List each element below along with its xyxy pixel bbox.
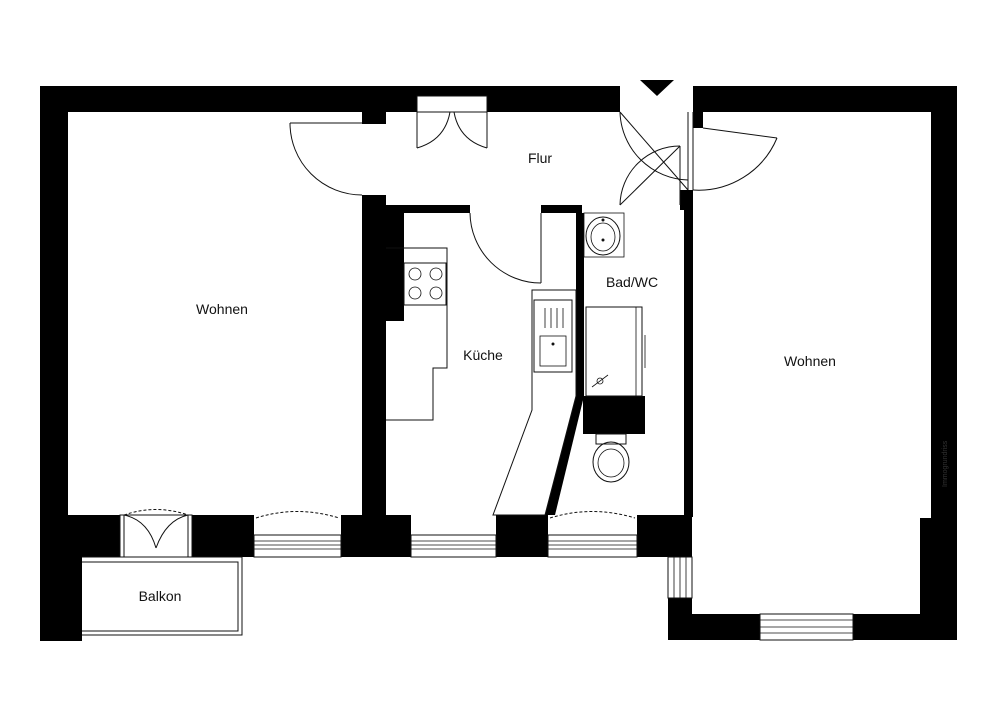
door-bad bbox=[619, 145, 681, 206]
wall-bottom-b bbox=[192, 515, 254, 557]
washbasin-icon bbox=[583, 212, 625, 258]
balcony-door bbox=[119, 509, 193, 558]
wall-bottom-right-b bbox=[853, 614, 957, 640]
wall-left bbox=[40, 86, 68, 641]
window-kueche bbox=[410, 534, 497, 558]
window-bad bbox=[547, 511, 638, 558]
room-label-bad-wc: Bad/WC bbox=[606, 274, 658, 290]
wall-entrance-stub-lower bbox=[680, 190, 693, 210]
door-kueche bbox=[469, 212, 542, 284]
wall-balcony-side bbox=[40, 557, 82, 641]
door-wohnen-left bbox=[289, 122, 363, 196]
toilet-icon bbox=[592, 433, 630, 483]
room-label-flur: Flur bbox=[528, 150, 552, 166]
window-wohnen-left bbox=[253, 511, 342, 558]
wall-kueche-bad-slant bbox=[545, 396, 584, 515]
room-label-wohnen-left: Wohnen bbox=[196, 301, 248, 317]
stove-icon bbox=[403, 262, 447, 306]
kitchen-counter-right bbox=[492, 289, 577, 516]
wall-wohnen-kueche bbox=[362, 195, 386, 517]
wall-top-right bbox=[693, 86, 957, 112]
wall-bottom-e bbox=[637, 515, 692, 557]
wall-bottom-right-c bbox=[668, 598, 692, 640]
wall-kueche-left-thick bbox=[386, 213, 404, 321]
room-label-kueche: Küche bbox=[463, 347, 503, 363]
walls bbox=[40, 86, 957, 641]
balcony bbox=[82, 556, 243, 636]
window-wohnen-right-side bbox=[667, 556, 693, 599]
shower-icon bbox=[585, 306, 646, 397]
wall-bottom-c bbox=[341, 515, 411, 557]
windows bbox=[119, 509, 854, 641]
wall-right-upper bbox=[931, 86, 957, 518]
kitchen-sink-icon bbox=[533, 299, 573, 373]
wall-stub-top bbox=[362, 112, 386, 124]
door-entrance bbox=[619, 111, 689, 191]
wall-bad-right bbox=[684, 205, 693, 517]
door-wohnen-right bbox=[692, 112, 778, 191]
wall-bad-shower-base bbox=[583, 396, 645, 434]
wall-bottom-a bbox=[68, 515, 120, 557]
wall-top-left bbox=[40, 86, 620, 112]
room-label-wohnen-right: Wohnen bbox=[784, 353, 836, 369]
room-labels: Wohnen Flur Küche Bad/WC Wohnen Balkon bbox=[139, 150, 836, 604]
doors bbox=[289, 80, 778, 284]
door-closet bbox=[416, 95, 488, 149]
kitchen-counter bbox=[386, 247, 448, 421]
fixtures bbox=[386, 212, 646, 516]
wall-flur-kueche-a bbox=[386, 205, 470, 213]
wall-bottom-d bbox=[496, 515, 548, 557]
wall-kueche-bad bbox=[576, 213, 584, 396]
room-label-balkon: Balkon bbox=[139, 588, 182, 604]
entrance-arrow-icon bbox=[640, 80, 674, 96]
window-wohnen-right-bottom bbox=[759, 613, 854, 641]
watermark-text: Immogrundriss bbox=[942, 440, 949, 487]
wall-flur-kueche-b bbox=[541, 205, 582, 213]
wall-entrance-stub bbox=[693, 112, 703, 128]
